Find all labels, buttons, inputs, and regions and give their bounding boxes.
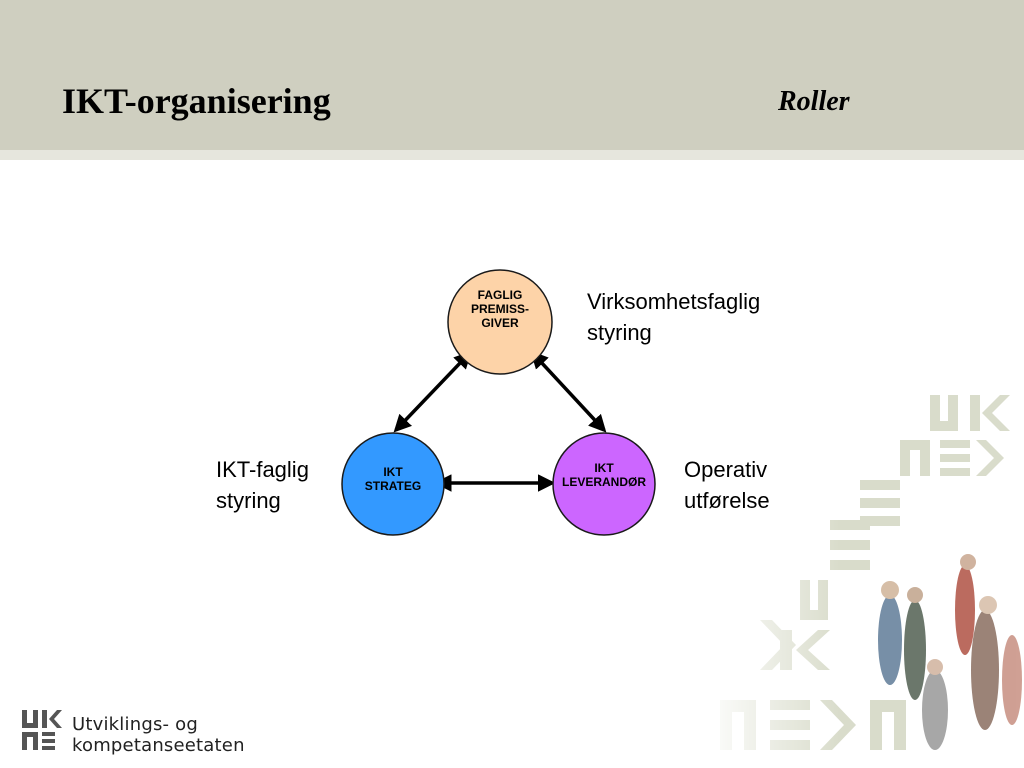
- node-strateg-line-2: STRATEG: [364, 479, 422, 493]
- organization-name-line-1: Utviklings- og: [72, 714, 198, 735]
- header-rule: [0, 150, 1024, 160]
- header-band: [0, 0, 1024, 150]
- page-subtitle: Roller: [778, 86, 850, 117]
- node-leverandor-line-2: LEVERANDØR: [561, 475, 646, 489]
- faglig-role-line-2: styring: [587, 320, 652, 345]
- leverandor-role-label: Operativ utførelse: [684, 454, 770, 516]
- decorative-collage: [700, 380, 1022, 768]
- node-strateg-circle: [341, 432, 445, 536]
- node-leverandor-circle: [552, 432, 656, 536]
- edge-faglig-leverandor: [530, 350, 607, 433]
- faglig-role-line-1: Virksomhetsfaglig: [587, 289, 761, 314]
- organization-name-line-2: kompetanseetaten: [72, 735, 245, 756]
- node-strateg-line-1: IKT: [383, 465, 403, 479]
- strateg-role-line-1: IKT-faglig: [216, 457, 309, 482]
- leverandor-role-line-2: utførelse: [684, 488, 770, 513]
- node-faglig-line-1: FAGLIG: [477, 288, 523, 302]
- strateg-role-label: IKT-faglig styring: [216, 454, 309, 516]
- node-faglig-line-2: PREMISS-: [470, 302, 529, 316]
- uke-logo-icon: [22, 710, 62, 750]
- node-faglig-circle: [447, 269, 553, 375]
- page-title: IKT-organisering: [62, 81, 331, 121]
- node-faglig-label: FAGLIG PREMISS- GIVER: [450, 288, 550, 330]
- strateg-role-line-2: styring: [216, 488, 281, 513]
- faglig-role-label: Virksomhetsfaglig styring: [587, 286, 760, 348]
- edge-faglig-strateg: [393, 350, 472, 433]
- node-faglig-line-3: GIVER: [481, 316, 519, 330]
- node-leverandor-label: IKT LEVERANDØR: [550, 461, 658, 489]
- organization-name: Utviklings- og kompetanseetaten: [72, 714, 245, 756]
- node-strateg-label: IKT STRATEG: [343, 465, 443, 493]
- node-leverandor-line-1: IKT: [594, 461, 614, 475]
- leverandor-role-line-1: Operativ: [684, 457, 768, 482]
